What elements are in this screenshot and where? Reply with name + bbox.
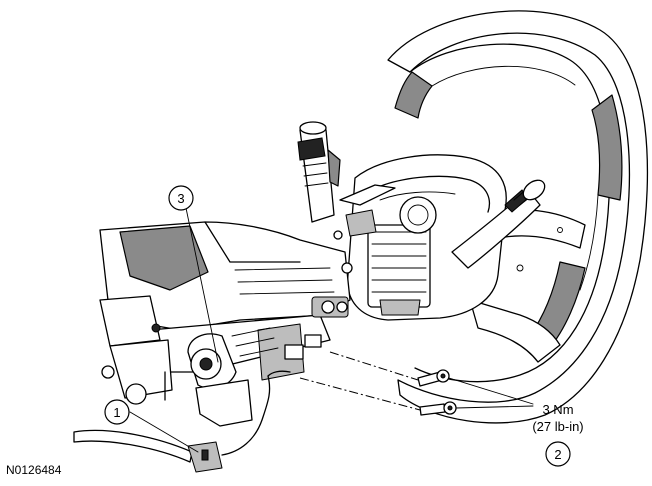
callout-1: 1 xyxy=(104,399,130,425)
torque-imperial: (27 lb-in) xyxy=(532,419,583,434)
leader-torque-lower xyxy=(455,405,534,409)
leader-torque-upper xyxy=(448,377,534,405)
torque-metric: 3 Nm xyxy=(542,402,573,417)
multifunction-stalk-right xyxy=(451,179,546,269)
figure-id: N0126484 xyxy=(6,463,62,477)
callout-3: 3 xyxy=(168,185,194,211)
bolt-path-lower xyxy=(299,377,421,411)
callout-1-label: 1 xyxy=(113,405,120,420)
leader-callout-3 xyxy=(185,207,219,363)
bolt-upper xyxy=(417,369,450,387)
multifunction-stalk-left xyxy=(297,121,341,223)
callout-2-label: 2 xyxy=(554,447,561,462)
steering-column-body xyxy=(99,209,377,427)
leader-callout-1 xyxy=(129,411,199,453)
callout-2: 2 xyxy=(545,441,571,467)
wiring-harness xyxy=(73,370,291,473)
callout-3-label: 3 xyxy=(177,191,184,206)
steering-column-hub xyxy=(339,154,507,321)
bolt-path-upper xyxy=(329,351,419,381)
steering-wheel xyxy=(387,10,649,424)
